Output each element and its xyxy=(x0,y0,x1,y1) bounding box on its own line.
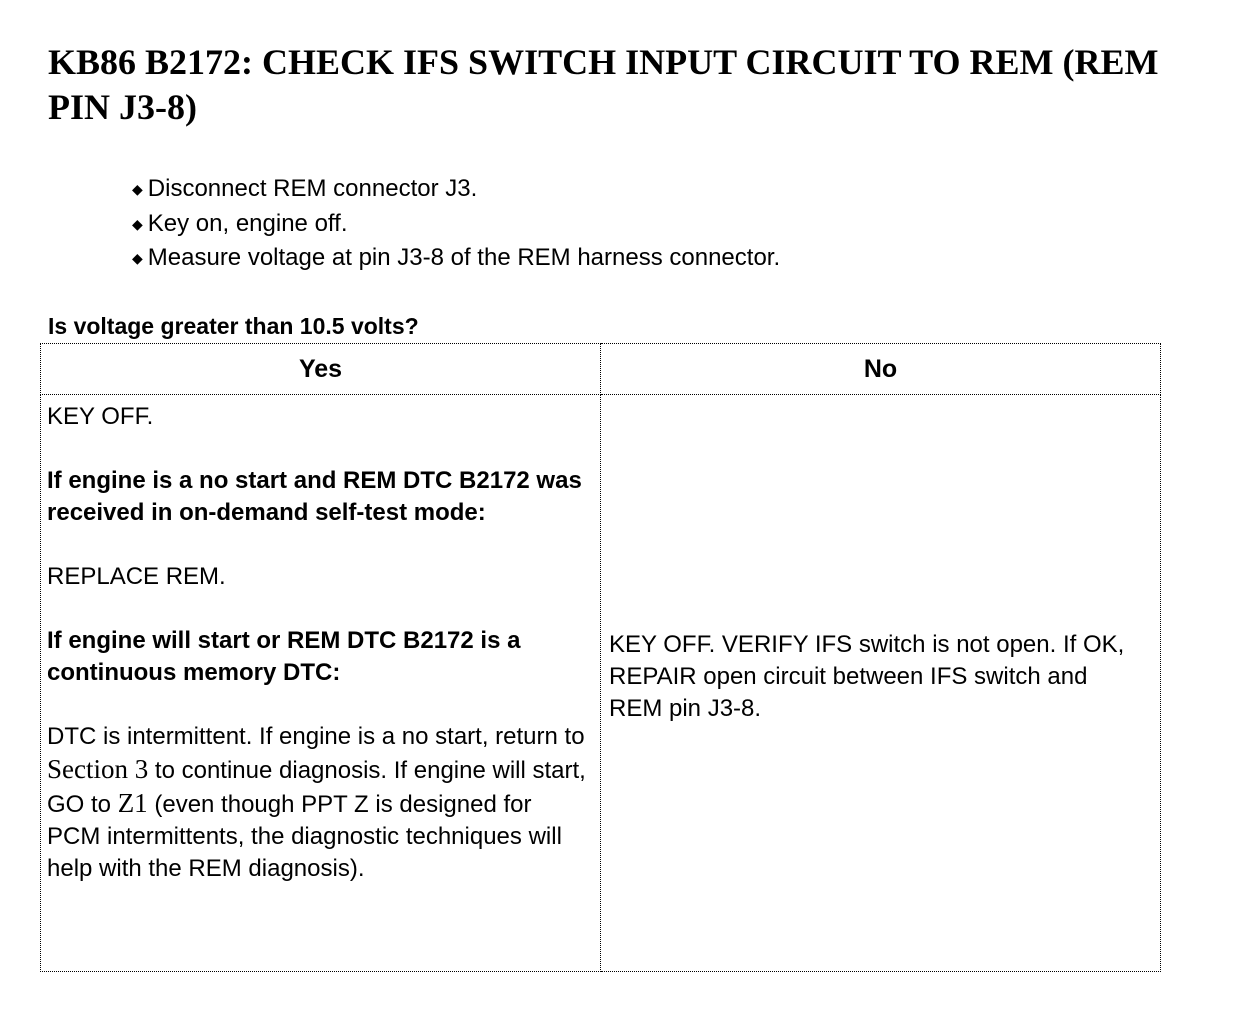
yes-header: Yes xyxy=(40,343,601,395)
result-table: Yes No KEY OFF. If engine is a no start … xyxy=(40,343,1161,972)
note-text: (even though PPT Z is designed for PCM i… xyxy=(47,791,562,882)
table-header-row: Yes No xyxy=(40,343,1161,395)
step-text: Disconnect REM connector J3. xyxy=(147,175,478,202)
yes-intermittent-note: DTC is intermittent. If engine is a no s… xyxy=(47,721,586,885)
step-item: ◆ Disconnect REM connector J3. xyxy=(132,172,780,207)
bullet-icon: ◆ xyxy=(132,215,143,232)
bullet-icon: ◆ xyxy=(132,250,143,266)
step-item: ◆ Measure voltage at pin J3-8 of the REM… xyxy=(132,241,780,276)
table-row: KEY OFF. If engine is a no start and REM… xyxy=(40,394,1161,972)
yes-key-off: KEY OFF. xyxy=(47,403,154,430)
z1-link[interactable]: Z1 xyxy=(117,788,148,818)
yes-action-replace: REPLACE REM. xyxy=(47,563,226,590)
no-header: No xyxy=(600,343,1161,395)
procedure-steps: ◆ Disconnect REM connector J3. ◆ Key on,… xyxy=(132,172,780,276)
note-text: DTC is intermittent. If engine is a no s… xyxy=(47,723,585,750)
step-text: Measure voltage at pin J3-8 of the REM h… xyxy=(147,244,781,271)
note-text: to continue diagnosis. If engine will st… xyxy=(47,757,586,818)
no-cell: KEY OFF. VERIFY IFS switch is not open. … xyxy=(600,394,1161,972)
yes-cell: KEY OFF. If engine is a no start and REM… xyxy=(40,394,601,972)
yes-condition-no-start: If engine is a no start and REM DTC B217… xyxy=(47,467,582,526)
page-title: KB86 B2172: CHECK IFS SWITCH INPUT CIRCU… xyxy=(48,42,1159,127)
section-3-link[interactable]: Section 3 xyxy=(47,754,149,784)
question-text: Is voltage greater than 10.5 volts? xyxy=(48,313,419,339)
no-action-text: KEY OFF. VERIFY IFS switch is not open. … xyxy=(609,631,1125,722)
yes-condition-will-start: If engine will start or REM DTC B2172 is… xyxy=(47,627,521,686)
step-item: ◆ Key on, engine off. xyxy=(132,207,780,242)
step-text: Key on, engine off. xyxy=(147,209,348,237)
bullet-icon: ◆ xyxy=(132,181,143,197)
